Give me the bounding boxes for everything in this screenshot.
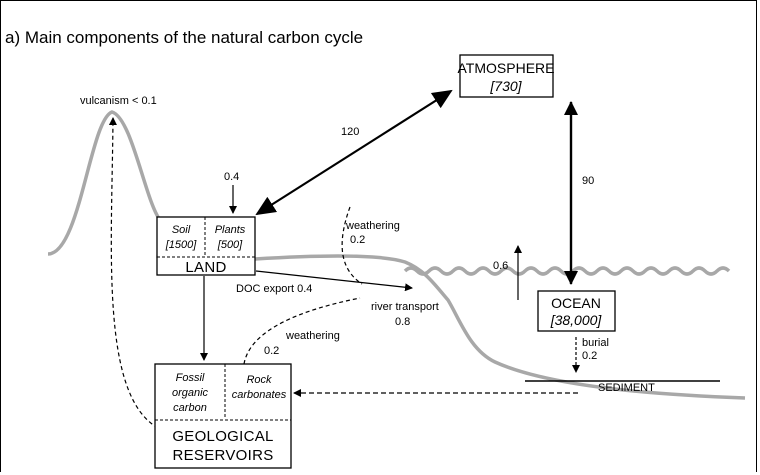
atmosphere-land-arrow xyxy=(255,89,453,216)
terrain-profile xyxy=(47,110,746,400)
atmosphere-value: [730] xyxy=(489,78,522,94)
soil-name: Soil xyxy=(172,224,191,236)
geological-reservoir: Fossil organic carbon Rock carbonates GE… xyxy=(154,363,292,469)
sediment-label: SEDIMENT xyxy=(598,382,655,394)
ocean-value: [38,000] xyxy=(550,312,603,328)
atmosphere-reservoir: ATMOSPHERE [730] xyxy=(458,54,555,98)
rock-line2: carbonates xyxy=(232,389,287,401)
fossil-line2: organic xyxy=(172,387,209,399)
doc-export-arrow xyxy=(255,270,413,292)
plants-value: [500] xyxy=(217,239,243,251)
soil-value: [1500] xyxy=(165,239,198,251)
burial-label: burial xyxy=(582,337,609,349)
weathering-lower-arrow xyxy=(243,297,361,365)
burial-value: 0.2 xyxy=(582,350,597,362)
ocean-surface xyxy=(403,266,731,276)
geological-line1: GEOLOGICAL xyxy=(172,428,273,445)
rock-line1: Rock xyxy=(246,374,272,386)
weathering-upper-label: weathering xyxy=(345,220,400,232)
weathering-upper-arrow xyxy=(341,206,363,285)
vulcanism-arrow xyxy=(108,117,159,429)
plants-name: Plants xyxy=(215,224,246,236)
fossil-line1: Fossil xyxy=(176,372,205,384)
land-reservoir: Soil [1500] Plants [500] LAND xyxy=(156,216,256,276)
geological-line2: RESERVOIRS xyxy=(172,447,273,464)
weathering-lower-label: weathering xyxy=(285,330,340,342)
land-input-flux: 0.4 xyxy=(224,171,239,183)
vulcanism-label: vulcanism < 0.1 xyxy=(80,95,157,107)
ocean-reservoir: OCEAN [38,000] xyxy=(537,290,616,332)
atmosphere-name: ATMOSPHERE xyxy=(458,60,555,76)
weathering-upper-value: 0.2 xyxy=(350,234,365,246)
ocean-name: OCEAN xyxy=(551,295,601,311)
fossil-line3: carbon xyxy=(173,402,207,414)
land-name: LAND xyxy=(185,259,226,276)
river-transport-value: 0.8 xyxy=(395,316,410,328)
ocean-outgas-flux: 0.6 xyxy=(493,260,508,272)
atmosphere-ocean-flux: 90 xyxy=(582,175,594,187)
figure-title: a) Main components of the natural carbon… xyxy=(5,28,363,47)
doc-export-label: DOC export 0.4 xyxy=(236,283,312,295)
atmosphere-land-flux: 120 xyxy=(341,126,359,138)
river-transport-label: river transport xyxy=(371,301,439,313)
weathering-lower-value: 0.2 xyxy=(264,345,279,357)
